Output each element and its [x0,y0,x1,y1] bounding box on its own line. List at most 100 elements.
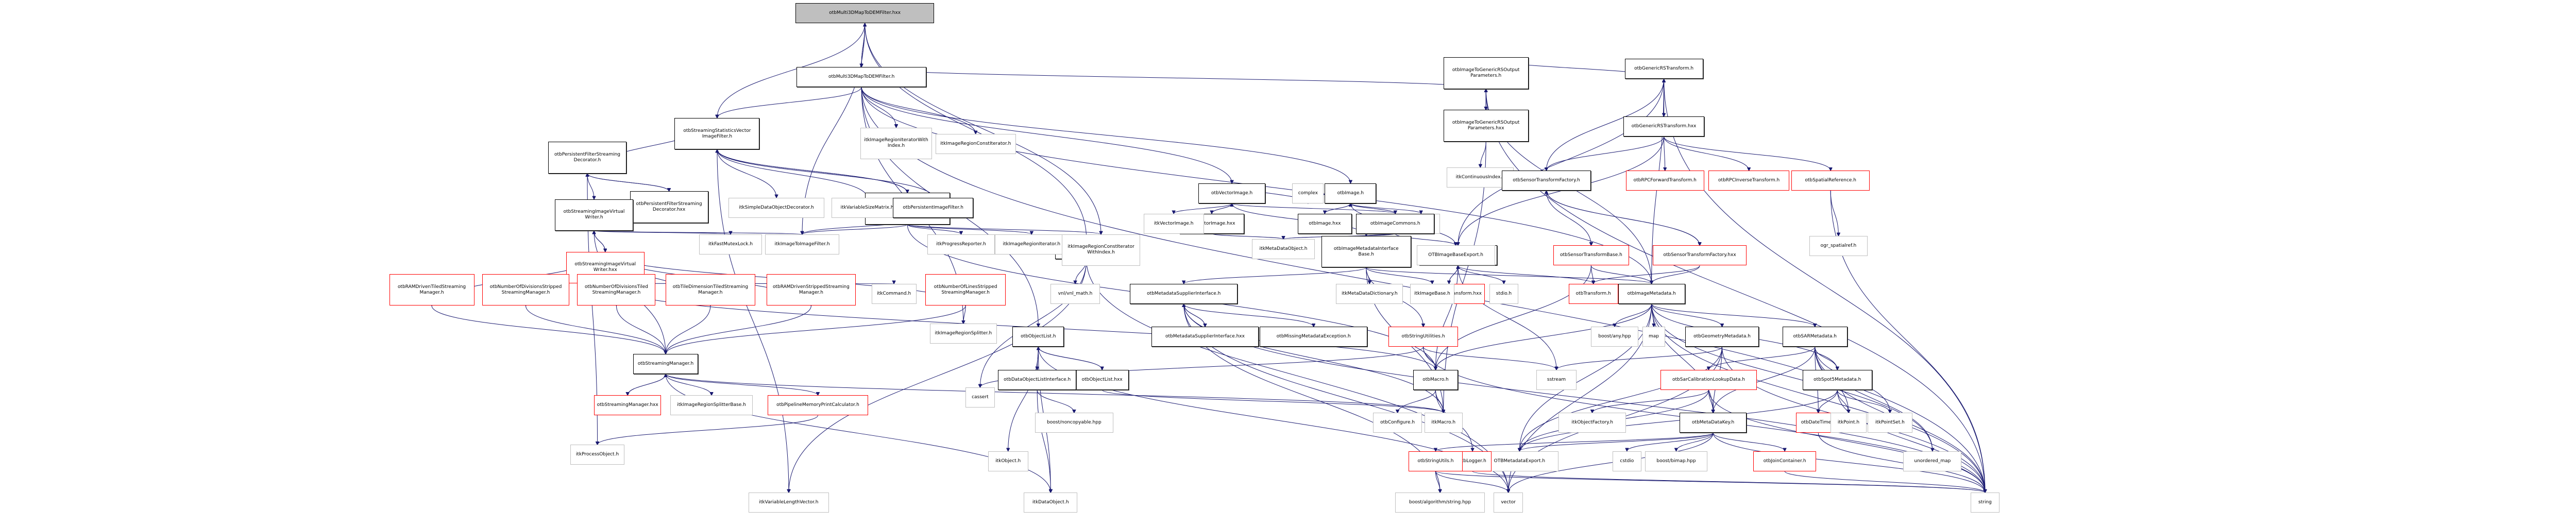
graph-node-otbimage[interactable]: otbImage.h [1325,183,1377,203]
graph-node-itkvecimage: itkVectorImage.h [1143,213,1204,234]
graph-node-metakey[interactable]: otbMetaDataKey.h [1679,413,1747,433]
edge-imgMeta-to-sarMeta [1651,303,1815,327]
edge-objList_hxx-to-objList [1038,347,1103,370]
graph-node-otbmacro[interactable]: otbMacro.h [1413,369,1458,390]
graph-node-pfsd-hxx[interactable]: otbPersistentFilterStreaming Decorator.h… [630,191,708,223]
edge-metaKey-to-vector [1509,433,1714,493]
graph-node-sivw-h[interactable]: otbStreamingImageVirtual Writer.h [555,199,634,231]
edge-ssvif_h-to-varLenVec [717,149,789,493]
edge-joinCont-to-string [1784,471,1985,493]
graph-node-nodstripped[interactable]: otbNumberOfDivisionsStripped StreamingMa… [482,274,570,306]
edge-ssvif_hxx-to-ssvif_h [717,149,908,193]
edge-ramStripped-to-strMgr_h [666,306,811,353]
edge-ssvif_hxx-to-progressRep [907,224,961,234]
graph-node-rpcfwd[interactable]: otbRPCForwardTransform.h [1625,171,1704,191]
graph-node-dataobjlistif[interactable]: otbDataObjectListInterface.h [998,369,1077,390]
edge-sivw_hxx-to-sivw_h [594,231,606,252]
graph-node-imgbaseexport: OTBImageBaseExport.h [1416,245,1495,266]
graph-node-strutilities[interactable]: otbStringUtilities.h [1388,327,1458,347]
graph-node-otbimage-hxx[interactable]: otbImage.hxx [1298,213,1352,234]
graph-node-sensortf-hxx[interactable]: otbSensorTransformFactory.hxx [1652,245,1747,266]
graph-node-spatialref[interactable]: otbSpatialReference.h [1791,171,1870,191]
edge-msi-to-missMetaEx [1183,303,1314,327]
edge-pfsd_hxx-to-pfsd_h [587,174,670,192]
edge-imgCommons-to-imgBaseExport [1395,233,1455,246]
graph-node-otbconfigure: otbConfigure.h [1372,413,1422,433]
edge-compTr-to-sstream [1458,265,1556,369]
edge-genRST_hxx-to-rpcFwd [1664,136,1665,171]
graph-node-imibase[interactable]: otbImageMetadataInterface Base.h [1321,235,1411,268]
graph-node-imgcommons[interactable]: otbImageCommons.h [1356,213,1435,234]
graph-node-stringutils[interactable]: otbStringUtils.h [1409,451,1463,471]
edge-otbImage-to-itkImage [1350,203,1421,214]
edge-spot5-to-itkPointSet [1837,389,1890,413]
graph-node-genrsout-h[interactable]: otbImageToGenericRSOutput Parameters.h [1443,57,1529,89]
edge-genRST_h-to-compTr [1458,79,1665,245]
graph-node-itkpointset: itkPointSet.h [1867,413,1912,433]
graph-node-sarcalib[interactable]: otbSarCalibrationLookupData.h [1660,369,1757,390]
graph-node-rpcinv[interactable]: otbRPCInverseTransform.h [1708,171,1789,191]
edge-sensorTB-to-otbMacro [1435,265,1591,369]
graph-node-boostalgo: boost/algorithm/string.hpp [1395,493,1485,513]
edge-metaKey-to-stringUtils [1435,432,1714,451]
edge-filter_h-to-regionConstIter [861,87,976,134]
graph-node-varsizematrix: itkVariableSizeMatrix.h [831,197,903,218]
edge-ssvif_h-to-varSizeMatrix [717,149,867,197]
graph-node-pipemem[interactable]: otbPipelineMemoryPrintCalculator.h [767,395,869,416]
graph-node-genrst-hxx[interactable]: otbGenericRSTransform.hxx [1623,116,1704,137]
graph-node-joincont[interactable]: otbJoinContainer.h [1753,451,1816,471]
graph-node-stdio: stdio.h [1489,283,1519,304]
graph-node-nodtiled[interactable]: otbNumberOfDivisionsTiled StreamingManag… [577,274,656,306]
edge-nodTiled-to-strMgr_h [616,306,666,353]
graph-node-spot5[interactable]: otbSpot5Metadata.h [1802,369,1872,390]
edge-sensorTF_hxx-to-transform [1594,265,1700,283]
edge-imgMeta-to-unordMap [1651,303,1933,451]
graph-node-strmgr-h[interactable]: otbStreamingManager.h [633,353,699,374]
edge-dataObjListIf-to-itkDataObject [1037,389,1050,493]
edge-filter_h-to-regionIterWithIndex [861,87,896,128]
graph-node-msi[interactable]: otbMetadataSupplierInterface.h [1130,283,1238,304]
edge-genRST_hxx-to-compTr [1458,136,1665,246]
graph-node-sensortb[interactable]: otbSensorTransformBase.h [1553,245,1630,266]
edge-sarMeta-to-spot5 [1815,347,1837,370]
edge-sensorTF_h-to-sensorTB [1546,191,1591,245]
graph-node-missmetaex[interactable]: otbMissingMetadataException.h [1260,327,1367,347]
edge-sarMeta-to-unordMap [1815,347,1933,451]
graph-node-genrst-h[interactable]: otbGenericRSTransform.h [1624,59,1703,79]
edge-root-to-regionConstIterWI [865,23,1101,234]
graph-node-strmgr-hxx[interactable]: otbStreamingManager.hxx [594,395,662,416]
graph-node-ramtiled[interactable]: otbRAMDrivenTiledStreaming Manager.h [389,274,474,306]
graph-node-genrsout-hxx[interactable]: otbImageToGenericRSOutput Parameters.hxx [1443,110,1529,142]
edge-metaKey-to-joinCont [1713,433,1785,451]
graph-node-vecimage[interactable]: otbVectorImage.h [1198,183,1266,203]
graph-node-filter-h[interactable]: otbMulti3DMapToDEMFilter.h [796,66,927,87]
edge-strUtilities-to-sstream [1423,347,1556,370]
graph-node-ramstripped[interactable]: otbRAMDrivenStrippedStreaming Manager.h [766,274,856,306]
graph-node-pfsd-h[interactable]: otbPersistentFilterStreaming Decorator.h [548,142,627,174]
edge-sarMeta-to-metaKey [1713,347,1816,413]
graph-node-transform[interactable]: otbTransform.h [1568,283,1618,304]
edge-sivw_hxx-to-otbMacro [605,283,1436,370]
graph-node-geommeta[interactable]: otbGeometryMetadata.h [1685,327,1759,347]
edge-genRST_hxx-to-spatialRef [1664,136,1831,171]
graph-node-metaexport: OTBMetadataExport.h [1480,451,1559,471]
graph-node-nolstripped[interactable]: otbNumberOfLinesStripped StreamingManage… [925,274,1006,306]
graph-node-imgmeta[interactable]: otbImageMetadata.h [1618,283,1685,304]
graph-node-unordmap: unordered_map [1903,451,1962,471]
graph-node-persistimgf[interactable]: otbPersistentImageFilter.h [892,197,974,218]
graph-node-objlist[interactable]: otbObjectList.h [1012,327,1064,347]
graph-node-itkobjfactory: itkObjectFactory.h [1558,413,1626,433]
edge-noData-to-cassert [980,259,1087,387]
graph-node-tiledim[interactable]: otbTileDimensionTiledStreaming Manager.h [666,274,755,306]
graph-node-sensortf-h[interactable]: otbSensorTransformFactory.h [1501,171,1591,191]
graph-node-cassert: cassert [965,387,995,408]
graph-node-root[interactable]: otbMulti3DMapToDEMFilter.hxx [795,3,935,24]
graph-node-sarmeta[interactable]: otbSARMetadata.h [1782,327,1848,347]
edge-vecImage-to-itkVecImage [1174,203,1232,214]
graph-node-msi-hxx[interactable]: otbMetadataSupplierInterface.hxx [1151,327,1259,347]
graph-node-objlist-hxx[interactable]: otbObjectList.hxx [1075,369,1129,390]
edge-genRST_hxx-to-sensorTF_h [1546,136,1665,171]
edge-imgMeta-to-otbMacro [1435,303,1652,370]
edge-imiBase-to-imgBase [1366,267,1432,284]
graph-node-ssvif-h[interactable]: otbStreamingStatisticsVector ImageFilter… [674,117,760,150]
